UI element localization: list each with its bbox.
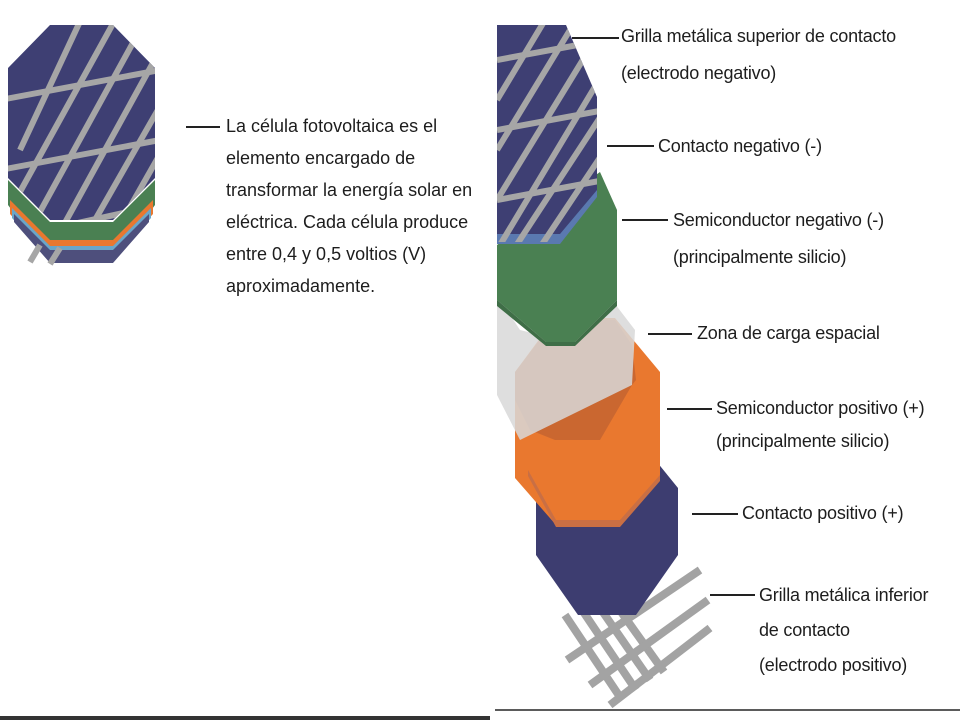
panel-divider	[483, 0, 497, 720]
grid-top-leader	[572, 37, 619, 39]
label-grid-top: Grilla metálica superior de contacto (el…	[621, 24, 896, 85]
label-grid-top-line2: (electrodo negativo)	[621, 63, 777, 83]
bottom-rule-left	[0, 716, 490, 720]
label-grid-bottom-line2: de contacto	[759, 620, 850, 640]
label-contact-positive: Contacto positivo (+)	[742, 501, 904, 525]
label-contact-negative: Contacto negativo (-)	[658, 134, 822, 158]
label-space-charge-line1: Zona de carga espacial	[697, 323, 880, 343]
label-semiconductor-negative-line1: Semiconductor negativo (-)	[673, 210, 884, 230]
label-contact-positive-line1: Contacto positivo (+)	[742, 503, 904, 523]
label-contact-negative-line1: Contacto negativo (-)	[658, 136, 822, 156]
label-space-charge: Zona de carga espacial	[697, 321, 880, 345]
space-charge-zone	[497, 295, 635, 440]
label-grid-bottom-line1: Grilla metálica inferior	[759, 585, 929, 605]
bottom-rule-right	[495, 709, 960, 711]
contact-negative-leader	[607, 145, 654, 147]
contact-positive-leader	[692, 513, 738, 515]
label-semiconductor-positive-line2: (principalmente silicio)	[716, 431, 890, 451]
label-grid-bottom: Grilla metálica inferior de contacto (el…	[759, 583, 928, 677]
grid-bottom-leader	[710, 594, 755, 596]
semiconductor-positive-leader	[667, 408, 712, 410]
space-charge-leader	[648, 333, 692, 335]
cell-description: La célula fotovoltaica es el elemento en…	[226, 116, 473, 296]
semiconductor-negative-leader	[622, 219, 668, 221]
description-leader-line	[186, 126, 220, 128]
cell-grid-overhang	[27, 243, 63, 266]
label-semiconductor-negative-line2: (principalmente silicio)	[673, 247, 847, 267]
negative-semiconductor-layer	[497, 172, 617, 346]
label-grid-bottom-line3: (electrodo positivo)	[759, 655, 908, 675]
label-semiconductor-negative: Semiconductor negativo (-) (principalmen…	[673, 208, 884, 269]
label-semiconductor-positive: Semiconductor positivo (+) (principalmen…	[716, 396, 925, 453]
cell-edge-layers	[8, 180, 155, 263]
label-semiconductor-positive-line1: Semiconductor positivo (+)	[716, 398, 925, 418]
label-grid-top-line1: Grilla metálica superior de contacto	[621, 26, 896, 46]
